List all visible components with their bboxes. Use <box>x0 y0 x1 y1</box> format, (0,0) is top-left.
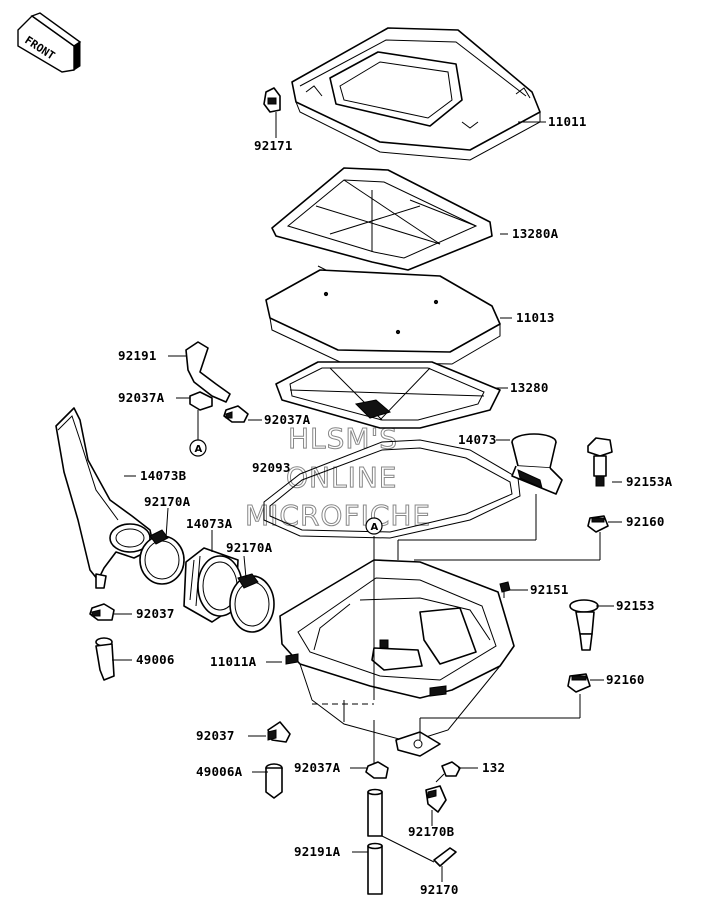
part-label-92093: 92093 <box>252 460 291 475</box>
part-label-92170B: 92170B <box>408 824 455 839</box>
band-clamp-92170A-right <box>229 573 275 633</box>
clamp-92170B <box>425 785 447 813</box>
air-cleaner-cover <box>291 27 541 161</box>
part-label-92170A-1: 92170A <box>144 494 191 509</box>
part-label-92191: 92191 <box>118 348 157 363</box>
strap-92170 <box>433 847 457 867</box>
part-label-92153A: 92153A <box>626 474 673 489</box>
intake-duct-14073B <box>55 407 155 589</box>
watermark: HLSM'S ONLINE MICROFICHE <box>245 422 431 533</box>
hose-92191A <box>367 788 383 895</box>
band-clamp-92170A-left <box>139 529 185 585</box>
part-label-92037A-1: 92037A <box>118 390 165 405</box>
part-label-11011: 11011 <box>548 114 587 129</box>
front-arrow-icon: FRONT <box>17 12 82 73</box>
part-label-92171: 92171 <box>254 138 293 153</box>
part-label-49006A: 49006A <box>196 764 243 779</box>
breather-filter-14073 <box>511 433 563 495</box>
part-label-92037-1: 92037 <box>136 606 175 621</box>
svg-text:A: A <box>195 444 203 455</box>
part-label-11013: 11013 <box>516 310 555 325</box>
clip-92171 <box>263 87 281 113</box>
drain-plug-49006 <box>95 637 115 681</box>
clamp-92037A-right <box>223 405 249 423</box>
grommet-92160-upper <box>587 515 609 533</box>
part-label-11011A: 11011A <box>210 654 257 669</box>
clamp-92037-upper <box>89 603 115 621</box>
reference-marker-a-left: A <box>189 439 207 457</box>
grommet-92160-lower <box>567 673 591 693</box>
watermark-line-3: MICROFICHE <box>245 499 431 532</box>
air-filter-element <box>265 269 501 365</box>
hose-92191 <box>185 341 231 403</box>
reference-marker-a-center: A <box>365 517 383 535</box>
part-label-92037A-2: 92037A <box>264 412 311 427</box>
clamp-92037A-left <box>189 391 213 411</box>
svg-text:A: A <box>371 522 379 533</box>
part-label-49006: 49006 <box>136 652 175 667</box>
part-label-14073B: 14073B <box>140 468 187 483</box>
drain-tube-49006A <box>265 763 283 799</box>
bolt-132 <box>435 761 461 783</box>
part-label-14073: 14073 <box>458 432 497 447</box>
bolt-92153 <box>569 599 599 651</box>
clamp-92037A-lower <box>365 761 389 779</box>
part-label-92153: 92153 <box>616 598 655 613</box>
bolt-92153A <box>587 437 613 487</box>
clamp-92037-lower <box>267 721 291 743</box>
part-labels: 11011 92171 13280A 11013 92191 92037A 92… <box>118 114 673 897</box>
part-label-13280: 13280 <box>510 380 549 395</box>
part-label-92037-2: 92037 <box>196 728 235 743</box>
part-label-92037A-3: 92037A <box>294 760 341 775</box>
part-label-132: 132 <box>482 760 505 775</box>
part-label-92160-2: 92160 <box>606 672 645 687</box>
part-label-92191A: 92191A <box>294 844 341 859</box>
connector-tube-14073A <box>183 547 243 623</box>
part-label-92170: 92170 <box>420 882 459 897</box>
part-label-92151: 92151 <box>530 582 569 597</box>
part-label-14073A: 14073A <box>186 516 233 531</box>
part-label-13280A: 13280A <box>512 226 559 241</box>
screw-92151 <box>499 581 511 598</box>
part-label-92160-1: 92160 <box>626 514 665 529</box>
filter-frame-upper <box>271 167 493 279</box>
leader-lines <box>112 112 622 882</box>
part-label-92170A-2: 92170A <box>226 540 273 555</box>
gasket-92093 <box>263 439 521 539</box>
filter-frame-lower <box>275 361 501 429</box>
watermark-line-2: ONLINE <box>286 461 397 494</box>
air-cleaner-case <box>279 559 515 757</box>
